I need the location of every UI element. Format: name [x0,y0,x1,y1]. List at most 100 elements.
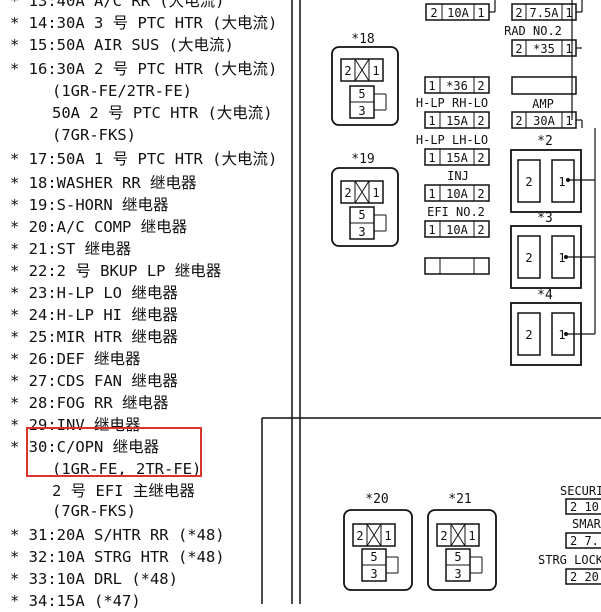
hlp-rh-label: H-LP RH-LO [416,96,488,110]
amp-label: AMP [532,97,554,111]
svg-text:5: 5 [358,87,365,101]
fuse-top-left: 2 10A 1 [425,3,490,21]
svg-text:1: 1 [477,6,484,20]
relay-21: 2 1 5 3 [427,509,497,591]
svg-text:1: 1 [558,328,565,342]
relay-18-label: *18 [351,32,374,47]
svg-text:2: 2 [477,151,484,165]
svg-text:15A: 15A [446,151,468,165]
svg-text:3: 3 [454,567,461,581]
relay-3: 2 1 [510,225,582,289]
efi-label: EFI NO.2 [427,205,485,219]
legend-item: * 22:2 号 BKUP LP 继电器 [10,262,222,280]
legend-item: * 31:20A S/HTR RR (*48) [10,526,225,544]
svg-text:1: 1 [384,529,391,543]
relay-4: 2 1 [510,302,582,366]
legend-item: * 27:CDS FAN 继电器 [10,372,178,390]
relay-20-label: *20 [365,492,388,507]
fuse-securi [565,498,601,515]
svg-text:5: 5 [370,550,377,564]
svg-text:10A: 10A [447,6,469,20]
legend-item: * 29:INV 继电器 [10,416,141,434]
highlight-callout [26,427,202,477]
legend-item: (1GR-FE, 2TR-FE) [52,460,202,478]
legend-item: 2 号 EFI 主继电器 [52,482,195,500]
relay-21-label: *21 [448,492,471,507]
fuse-hlp-lh: 1 15A 2 [424,148,490,166]
legend-item: * 13:40A A/C RR (大电流) [10,0,225,10]
legend-item: * 15:50A AIR SUS (大电流) [10,36,234,54]
legend-item: * 32:10A STRG HTR (*48) [10,548,225,566]
svg-text:2: 2 [525,251,532,265]
svg-text:5: 5 [358,208,365,222]
svg-text:3: 3 [358,104,365,118]
fuse-hlp-rh: 1 15A 2 [424,111,490,129]
svg-text:1: 1 [428,79,435,93]
hlp-lh-label: H-LP LH-LO [416,133,488,147]
frame-lines [261,0,601,604]
legend-item: * 33:10A DRL (*48) [10,570,178,588]
empty-fuse-slot [424,257,490,275]
svg-text:1: 1 [372,64,379,78]
svg-text:2: 2 [515,42,522,56]
relay-19: 2 1 5 3 [331,167,399,247]
smar-label: SMAR [572,517,601,531]
legend-item: * 18:WASHER RR 继电器 [10,174,197,192]
relay-18: 2 1 5 3 [331,46,399,126]
svg-text:2: 2 [477,187,484,201]
svg-text:1: 1 [468,529,475,543]
svg-text:2: 2 [430,6,437,20]
legend-item: (7GR-FKS) [52,502,136,520]
svg-text:5: 5 [454,550,461,564]
svg-text:2: 2 [356,529,363,543]
svg-text:3: 3 [370,567,377,581]
svg-text:1: 1 [428,223,435,237]
legend-item: * 21:ST 继电器 [10,240,132,258]
svg-text:1: 1 [428,187,435,201]
smar-value: 2 7. [570,534,599,548]
wire-lines [489,0,596,335]
svg-text:10A: 10A [446,187,468,201]
fuse-strg-lock [565,568,601,585]
legend-item: * 30:C/OPN 继电器 [10,438,160,456]
svg-text:7.5A: 7.5A [530,6,560,20]
fuse-rad-no2: 2 *35 1 [511,39,577,57]
legend-item: * 28:FOG RR 继电器 [10,394,169,412]
svg-text:*35: *35 [533,42,555,56]
strg-lock-label: STRG LOCK [538,553,601,567]
svg-text:3: 3 [358,225,365,239]
legend-item: * 26:DEF 继电器 [10,350,141,368]
relay-4-label: *4 [537,288,553,303]
legend-item: * 25:MIR HTR 继电器 [10,328,178,346]
svg-text:1: 1 [558,175,565,189]
relay-19-label: *19 [351,152,374,167]
svg-text:2: 2 [477,223,484,237]
inj-label: INJ [447,169,469,183]
fuse-amp: 2 30A 1 [511,111,577,129]
legend-item: * 20:A/C COMP 继电器 [10,218,188,236]
svg-text:30A: 30A [533,114,555,128]
legend-item: 50A 2 号 PTC HTR (大电流) [52,104,273,122]
svg-text:2: 2 [525,175,532,189]
legend-item: (1GR-FE/2TR-FE) [52,82,192,100]
empty-fuse-slot [511,76,577,95]
legend-item: (7GR-FKS) [52,126,136,144]
rad-no2-label: RAD NO.2 [504,24,562,38]
legend-item: * 17:50A 1 号 PTC HTR (大电流) [10,150,278,168]
svg-text:*36: *36 [446,79,468,93]
relay-20: 2 1 5 3 [343,509,413,591]
legend-item: * 14:30A 3 号 PTC HTR (大电流) [10,14,278,32]
svg-text:2: 2 [344,186,351,200]
fuse-efi-no2: 1 10A 2 [424,220,490,238]
fuse-36: 1 *36 2 [424,76,490,94]
relay-2-label: *2 [537,134,553,149]
relay-2: 2 1 [510,149,582,213]
svg-text:1: 1 [565,6,572,20]
svg-text:10A: 10A [446,223,468,237]
legend-item: * 23:H-LP LO 继电器 [10,284,178,302]
svg-text:2: 2 [515,6,522,20]
svg-text:2: 2 [440,529,447,543]
fuse-inj: 1 10A 2 [424,184,490,202]
legend-item: * 24:H-LP HI 继电器 [10,306,178,324]
